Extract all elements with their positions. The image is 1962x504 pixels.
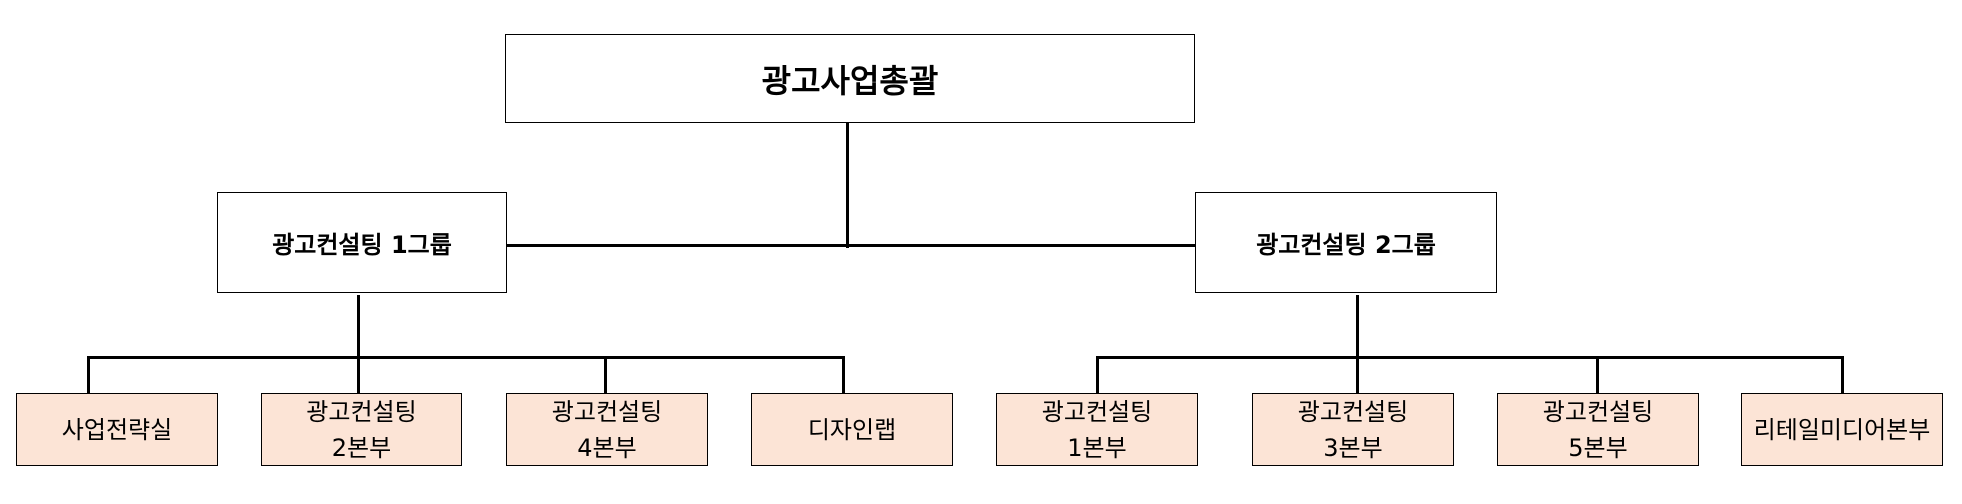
root-node: 광고사업총괄	[505, 34, 1195, 123]
group2-drop-1	[1096, 356, 1099, 393]
unit-label-line1: 디자인랩	[807, 415, 897, 444]
unit-label-line1: 광고컨설팅	[1297, 397, 1409, 426]
root-node-label: 광고사업총괄	[761, 61, 939, 100]
unit-label-line2: 4본부	[577, 433, 637, 462]
unit-label-line2: 5본부	[1568, 433, 1628, 462]
unit-node-consulting-4: 광고컨설팅 4본부	[506, 393, 708, 466]
group2-drop-4	[1841, 356, 1844, 393]
unit-node-strategy: 사업전략실	[16, 393, 218, 466]
unit-label-line1: 광고컨설팅	[551, 397, 663, 426]
group-node-label: 광고컨설팅 2그룹	[1256, 231, 1436, 259]
root-connector-vertical	[846, 122, 849, 248]
group1-drop-2	[357, 356, 360, 393]
unit-node-consulting-5: 광고컨설팅 5본부	[1497, 393, 1699, 466]
unit-label-line2: 1본부	[1067, 433, 1127, 462]
group-node-label: 광고컨설팅 1그룹	[272, 231, 452, 259]
group2-connector-vertical	[1356, 295, 1359, 358]
group2-drop-3	[1596, 356, 1599, 393]
group1-drop-1	[87, 356, 90, 393]
unit-node-consulting-3: 광고컨설팅 3본부	[1252, 393, 1454, 466]
unit-label-line1: 사업전략실	[61, 415, 173, 444]
group-connector-horizontal	[506, 244, 1198, 247]
unit-node-retail-media: 리테일미디어본부	[1741, 393, 1943, 466]
group2-drop-2	[1356, 356, 1359, 393]
unit-node-consulting-2: 광고컨설팅 2본부	[261, 393, 462, 466]
unit-label-line1: 광고컨설팅	[1542, 397, 1654, 426]
group2-branch-horizontal	[1096, 356, 1843, 359]
group1-connector-vertical	[357, 295, 360, 358]
unit-label-line1: 광고컨설팅	[1041, 397, 1153, 426]
unit-label-line2: 3본부	[1323, 433, 1383, 462]
unit-node-design-lab: 디자인랩	[751, 393, 953, 466]
unit-label-line2: 2본부	[331, 433, 392, 462]
group1-drop-3	[604, 356, 607, 393]
unit-label-line1: 리테일미디어본부	[1753, 415, 1931, 444]
group-node-1: 광고컨설팅 1그룹	[217, 192, 507, 293]
unit-node-consulting-1: 광고컨설팅 1본부	[996, 393, 1198, 466]
group-node-2: 광고컨설팅 2그룹	[1195, 192, 1497, 293]
group1-branch-horizontal	[87, 356, 843, 359]
group1-drop-4	[842, 356, 845, 393]
unit-label-line1: 광고컨설팅	[306, 397, 417, 426]
